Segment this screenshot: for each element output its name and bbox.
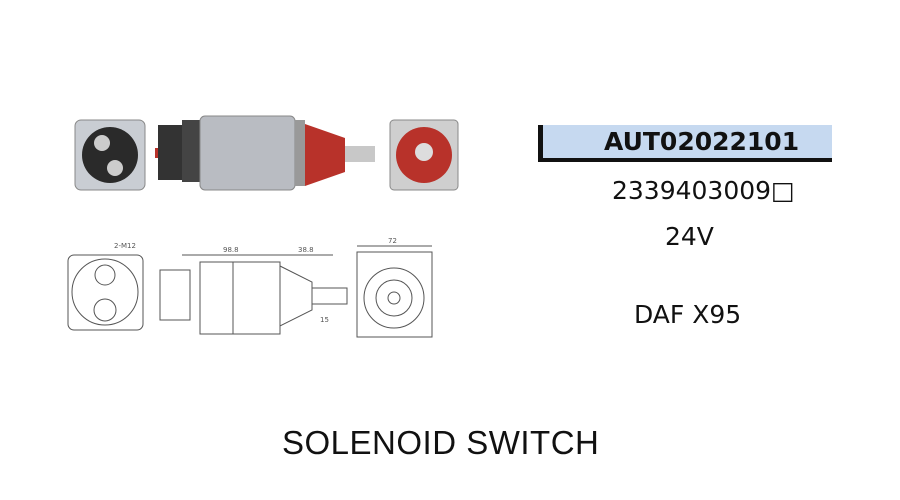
body-length-label: 98.8 (223, 246, 239, 254)
part-number-highlight (538, 125, 832, 162)
width-label: 72 (388, 237, 397, 245)
part-number: AUT02022101 (604, 127, 800, 156)
voltage: 24V (665, 222, 714, 251)
product-title: SOLENOID SWITCH (282, 424, 600, 461)
front-view-photo (389, 119, 459, 191)
product-photo (74, 115, 459, 191)
application: DAF X95 (634, 300, 742, 329)
front-length-label: 38.8 (298, 246, 314, 254)
technical-drawing: 2-M12 98.8 38.8 72 15 (67, 237, 433, 338)
stroke-label: 15 (320, 316, 329, 324)
thread-label: 2-M12 (114, 242, 136, 250)
rear-view-photo (74, 119, 146, 191)
oem-number: 2339403009□ (612, 176, 795, 205)
side-view-photo (155, 115, 375, 191)
